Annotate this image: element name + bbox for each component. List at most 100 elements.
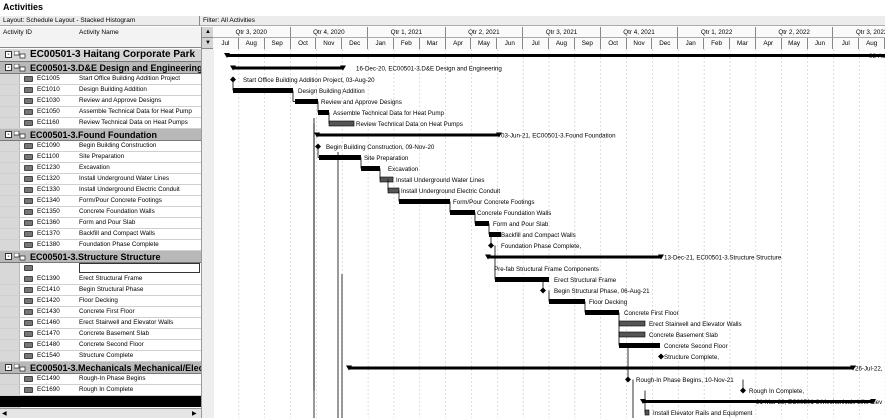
- activity-bar: [475, 221, 489, 226]
- row-gutter: [0, 329, 20, 339]
- row-gutter: [0, 307, 20, 317]
- table-horizontal-scrollbar[interactable]: ◀ ▶: [0, 408, 201, 418]
- wbs-row[interactable]: -EC00501-3.D&E Design and Engineering: [0, 62, 201, 74]
- timescale-month: Feb: [394, 38, 420, 49]
- bar-label: Concrete Second Floor: [664, 343, 728, 350]
- timescale-scroll-buttons: ▲ ▼: [201, 27, 214, 49]
- timescale-quarter: Qtr 1, 2022: [678, 27, 756, 38]
- gantt-bars: 03-Aug-16-Dec-20, EC00501-3.D&E Design a…: [224, 49, 885, 418]
- scroll-down-icon[interactable]: ▼: [202, 38, 214, 49]
- summary-end-marker: [496, 132, 502, 138]
- wbs-summary-bar: [317, 133, 499, 137]
- scroll-up-icon[interactable]: ▲: [202, 27, 214, 38]
- activity-name: Review Technical Data on Heat Pumps: [79, 119, 188, 126]
- timescale-month: Apr: [446, 38, 472, 49]
- activity-table: - EC00501-3 Haitang Corporate Park -EC0050…: [0, 49, 202, 418]
- activity-name: Review and Approve Designs: [79, 97, 162, 104]
- wbs-row[interactable]: -EC00501-3.Found Foundation: [0, 129, 201, 141]
- wbs-icon: [14, 51, 26, 59]
- activity-row[interactable]: EC1430 Concrete First Floor: [0, 307, 201, 318]
- timescale-month: Jun: [808, 38, 834, 49]
- column-header: Activity ID Activity Name: [0, 27, 201, 48]
- wbs-row[interactable]: -EC00501-3.Structure Structure: [0, 251, 201, 263]
- activity-bar-icon: [24, 276, 33, 282]
- activity-bar-icon: [24, 176, 33, 182]
- collapse-toggle-icon[interactable]: -: [5, 131, 12, 138]
- collapse-toggle-icon[interactable]: -: [5, 64, 12, 71]
- bar-label: Assemble Technical Data for Heat Pump: [333, 110, 445, 117]
- column-header-activity-name[interactable]: Activity Name: [79, 29, 119, 36]
- table-vertical-scrollbar[interactable]: [201, 49, 214, 418]
- row-gutter: [0, 152, 20, 162]
- bar-label: Rough In Complete,: [749, 388, 804, 395]
- timescale-quarter: Qtr 4, 2020: [290, 27, 369, 38]
- filter-label[interactable]: Filter: All Activities: [200, 16, 885, 26]
- wbs-summary-bar: [349, 366, 853, 370]
- activity-bar-icon: [24, 331, 33, 337]
- activity-bar-icon: [24, 76, 33, 82]
- activity-bar-icon: [24, 320, 33, 326]
- activity-bar-icon: [24, 376, 33, 382]
- activity-bar-icon: [24, 209, 33, 215]
- activity-id: EC1320: [37, 175, 60, 182]
- activity-bar-icon: [24, 98, 33, 104]
- activity-bar-icon: [24, 154, 33, 160]
- activity-id: EC1490: [37, 375, 60, 382]
- collapse-toggle-icon[interactable]: -: [5, 253, 12, 260]
- bar-label: Review Technical Data on Heat Pumps: [356, 121, 463, 128]
- wbs-summary-bar: [488, 255, 661, 259]
- scroll-right-icon[interactable]: ▶: [192, 411, 197, 417]
- column-header-activity-id[interactable]: Activity ID: [3, 29, 32, 36]
- collapse-toggle-icon[interactable]: -: [5, 364, 12, 371]
- wbs-name: EC00501-3 Haitang Corporate Park: [30, 49, 196, 60]
- activity-name: Begin Structural Phase: [79, 286, 144, 293]
- bar-label: Structure Complete,: [664, 354, 719, 361]
- activity-bar-icon: [24, 187, 33, 193]
- selected-row[interactable]: [0, 396, 201, 407]
- bar-label: Pre-fab Structural Frame Components: [494, 266, 599, 273]
- activity-id: EC1420: [37, 297, 60, 304]
- timescale-quarter: Qtr 3, 2022: [833, 27, 885, 38]
- wbs-row[interactable]: - EC00501-3 Haitang Corporate Park: [0, 49, 201, 62]
- scroll-left-icon[interactable]: ◀: [2, 411, 7, 417]
- activity-id: EC1010: [37, 86, 60, 93]
- layout-label[interactable]: Layout: Schedule Layout - Stacked Histog…: [0, 16, 200, 26]
- timescale-quarter: Qtr 2, 2021: [445, 27, 524, 38]
- wbs-icon: [14, 131, 26, 139]
- activity-name-input[interactable]: [79, 263, 200, 273]
- collapse-toggle-icon[interactable]: -: [5, 51, 12, 58]
- row-gutter: [0, 218, 20, 228]
- new-activity-row[interactable]: [0, 263, 201, 274]
- summary-end-marker: [870, 399, 876, 404]
- bar-label: Form/Pour Concrete Footings: [453, 199, 535, 206]
- activity-name: Concrete First Floor: [79, 308, 135, 315]
- activity-id: EC1430: [37, 308, 60, 315]
- wbs-row[interactable]: -EC00501-3.Mechanicals Mechanical/Elec: [0, 362, 201, 374]
- activity-name: Excavation: [79, 164, 110, 171]
- activity-bar-icon: [24, 120, 33, 126]
